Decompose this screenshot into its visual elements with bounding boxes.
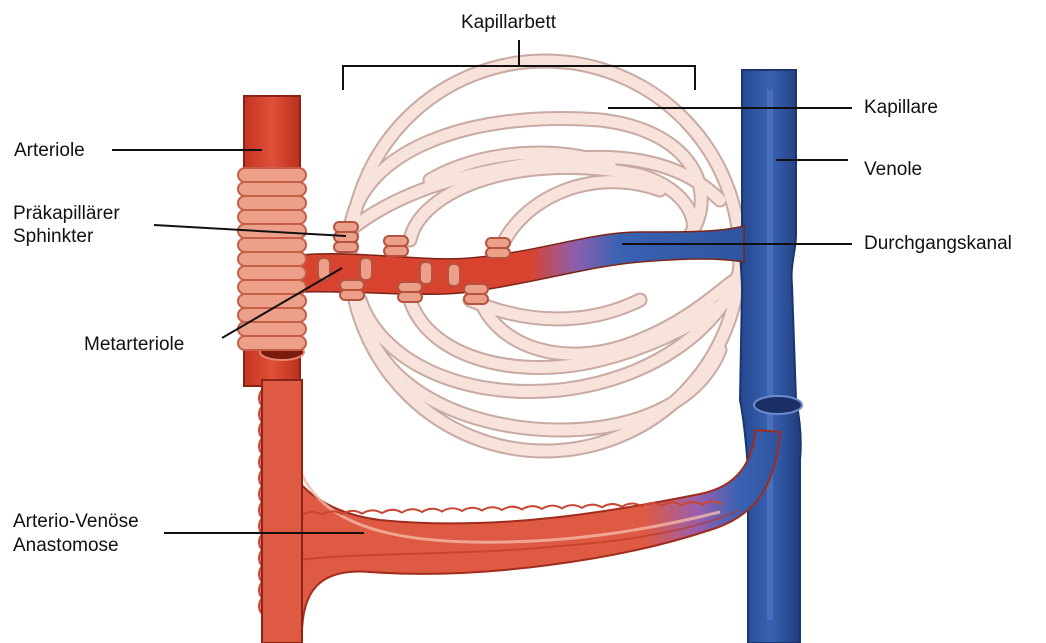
label-av-line1: Arterio-Venöse	[13, 511, 139, 533]
label-arteriole: Arteriole	[14, 140, 85, 162]
label-capillary: Kapillare	[864, 97, 938, 119]
arteriole-vessel	[238, 96, 306, 643]
label-capillary-bed: Kapillarbett	[461, 12, 556, 34]
av-anastomose-vessel	[259, 380, 780, 643]
label-precapillary-line1: Präkapillärer	[13, 203, 120, 225]
label-thoroughfare: Durchgangskanal	[864, 233, 1012, 255]
label-precapillary-line2: Sphinkter	[13, 226, 93, 248]
label-metarteriole: Metarteriole	[84, 334, 184, 356]
label-av-line2: Anastomose	[13, 535, 119, 557]
venule-vessel	[740, 70, 802, 643]
label-venule: Venole	[864, 159, 922, 181]
